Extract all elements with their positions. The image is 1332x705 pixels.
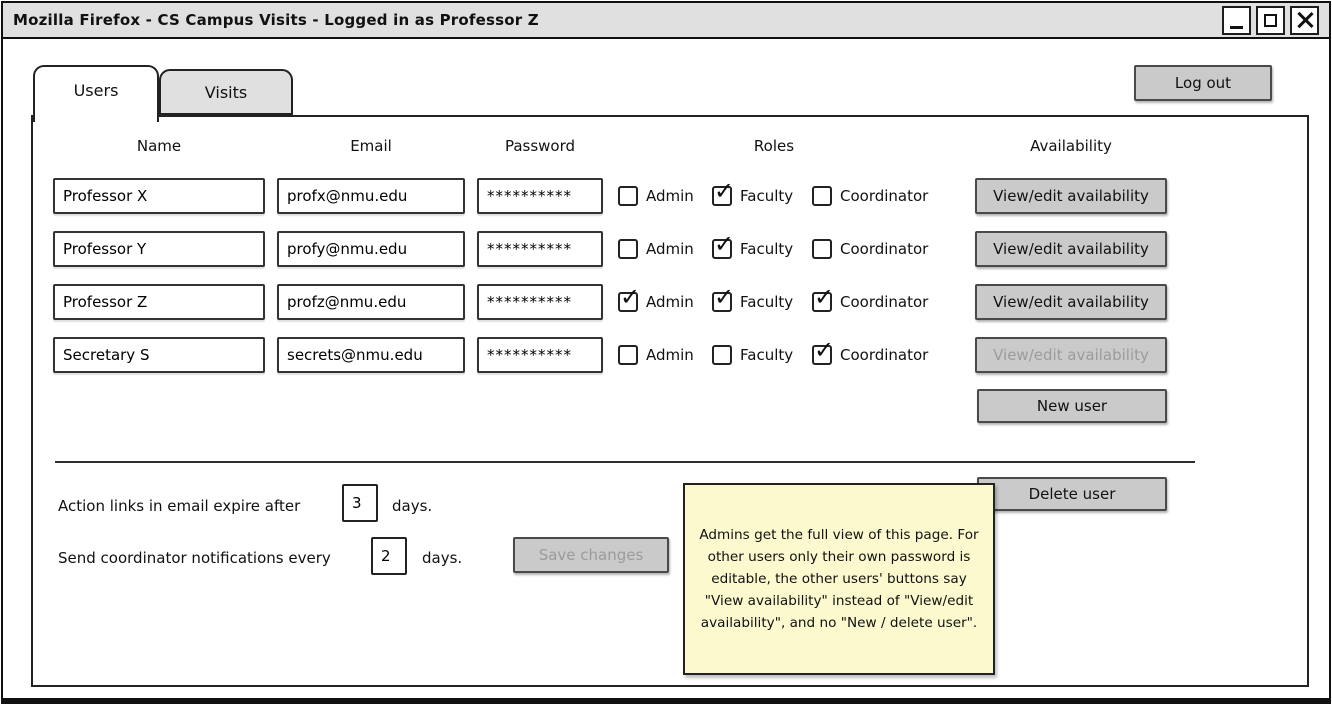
coordinator-checkbox-label: Coordinator [840, 293, 929, 311]
user-row: ✓ Admin ✓ Faculty ✓ Coordinator View/edi… [33, 337, 1307, 373]
save-changes-button[interactable]: Save changes [513, 537, 669, 573]
column-header-name: Name [136, 137, 182, 155]
minimize-button[interactable] [1222, 5, 1251, 35]
coordinator-checkbox[interactable]: ✓ [812, 239, 832, 259]
notify-days-suffix: days. [422, 549, 463, 567]
content-panel: Name Email Password Roles Availability ✓… [31, 115, 1309, 687]
column-header-availability: Availability [1030, 137, 1112, 155]
tab-visits-label: Visits [204, 82, 248, 102]
titlebar: Mozilla Firefox - CS Campus Visits - Log… [3, 3, 1329, 39]
close-icon [1296, 11, 1314, 29]
sticky-note-text: Admins get the full view of this page. F… [699, 526, 979, 632]
password-input[interactable] [477, 337, 603, 373]
name-input[interactable] [53, 337, 265, 373]
faculty-checkbox[interactable]: ✓ [712, 285, 734, 312]
logout-button[interactable]: Log out [1134, 65, 1272, 101]
email-input[interactable] [277, 178, 465, 214]
checkmark-icon: ✓ [714, 177, 735, 205]
coordinator-checkbox-label: Coordinator [840, 187, 929, 205]
faculty-checkbox-label: Faculty [740, 293, 794, 311]
tab-visits[interactable]: Visits [159, 69, 293, 115]
delete-user-button[interactable]: Delete user [977, 477, 1167, 511]
minimize-icon [1230, 26, 1243, 29]
coordinator-checkbox-label: Coordinator [840, 240, 929, 258]
window-controls [1222, 5, 1319, 35]
notify-days-label: Send coordinator notifications every [58, 549, 331, 567]
column-header-password: Password [504, 137, 576, 155]
availability-button[interactable]: View/edit availability [975, 178, 1167, 214]
admin-checkbox[interactable]: ✓ [618, 285, 640, 312]
faculty-checkbox-label: Faculty [740, 187, 794, 205]
coordinator-checkbox-label: Coordinator [840, 346, 929, 364]
admin-checkbox[interactable]: ✓ [618, 239, 638, 259]
new-user-button[interactable]: New user [977, 389, 1167, 423]
admin-checkbox-label: Admin [646, 240, 694, 258]
checkmark-icon: ✓ [714, 283, 735, 311]
admin-checkbox-label: Admin [646, 293, 694, 311]
faculty-checkbox-label: Faculty [740, 240, 794, 258]
admin-checkbox-label: Admin [646, 346, 694, 364]
user-row: ✓ Admin ✓ Faculty ✓ Coordinator View/edi… [33, 284, 1307, 320]
password-input[interactable] [477, 178, 603, 214]
user-row: ✓ Admin ✓ Faculty ✓ Coordinator View/edi… [33, 178, 1307, 214]
faculty-checkbox-label: Faculty [740, 346, 794, 364]
sticky-note: Admins get the full view of this page. F… [683, 483, 995, 675]
admin-checkbox[interactable]: ✓ [618, 345, 638, 365]
password-input[interactable] [477, 284, 603, 320]
expire-days-suffix: days. [392, 497, 433, 515]
checkmark-icon: ✓ [814, 283, 835, 311]
coordinator-checkbox[interactable]: ✓ [812, 186, 832, 206]
checkmark-icon: ✓ [620, 283, 641, 311]
tab-users[interactable]: Users [33, 65, 159, 122]
maximize-icon [1264, 13, 1277, 27]
maximize-button[interactable] [1256, 5, 1285, 35]
notify-days-input[interactable] [371, 537, 407, 575]
email-input[interactable] [277, 231, 465, 267]
checkmark-icon: ✓ [814, 336, 835, 364]
availability-button[interactable]: View/edit availability [975, 337, 1167, 373]
expire-days-label: Action links in email expire after [58, 497, 301, 515]
password-input[interactable] [477, 231, 603, 267]
column-header-email: Email [350, 137, 392, 155]
availability-button[interactable]: View/edit availability [975, 231, 1167, 267]
admin-checkbox-label: Admin [646, 187, 694, 205]
faculty-checkbox[interactable]: ✓ [712, 179, 734, 206]
checkmark-icon: ✓ [714, 230, 735, 258]
name-input[interactable] [53, 231, 265, 267]
name-input[interactable] [53, 284, 265, 320]
column-header-roles: Roles [753, 137, 795, 155]
section-divider [55, 461, 1195, 463]
admin-checkbox[interactable]: ✓ [618, 186, 638, 206]
availability-button[interactable]: View/edit availability [975, 284, 1167, 320]
email-input[interactable] [277, 337, 465, 373]
window-title: Mozilla Firefox - CS Campus Visits - Log… [13, 11, 539, 29]
expire-days-input[interactable] [342, 484, 378, 522]
faculty-checkbox[interactable]: ✓ [712, 345, 732, 365]
name-input[interactable] [53, 178, 265, 214]
email-input[interactable] [277, 284, 465, 320]
coordinator-checkbox[interactable]: ✓ [812, 285, 834, 312]
faculty-checkbox[interactable]: ✓ [712, 232, 734, 259]
tab-users-label: Users [73, 81, 119, 100]
coordinator-checkbox[interactable]: ✓ [812, 338, 834, 365]
user-row: ✓ Admin ✓ Faculty ✓ Coordinator View/edi… [33, 231, 1307, 267]
close-button[interactable] [1290, 5, 1319, 35]
